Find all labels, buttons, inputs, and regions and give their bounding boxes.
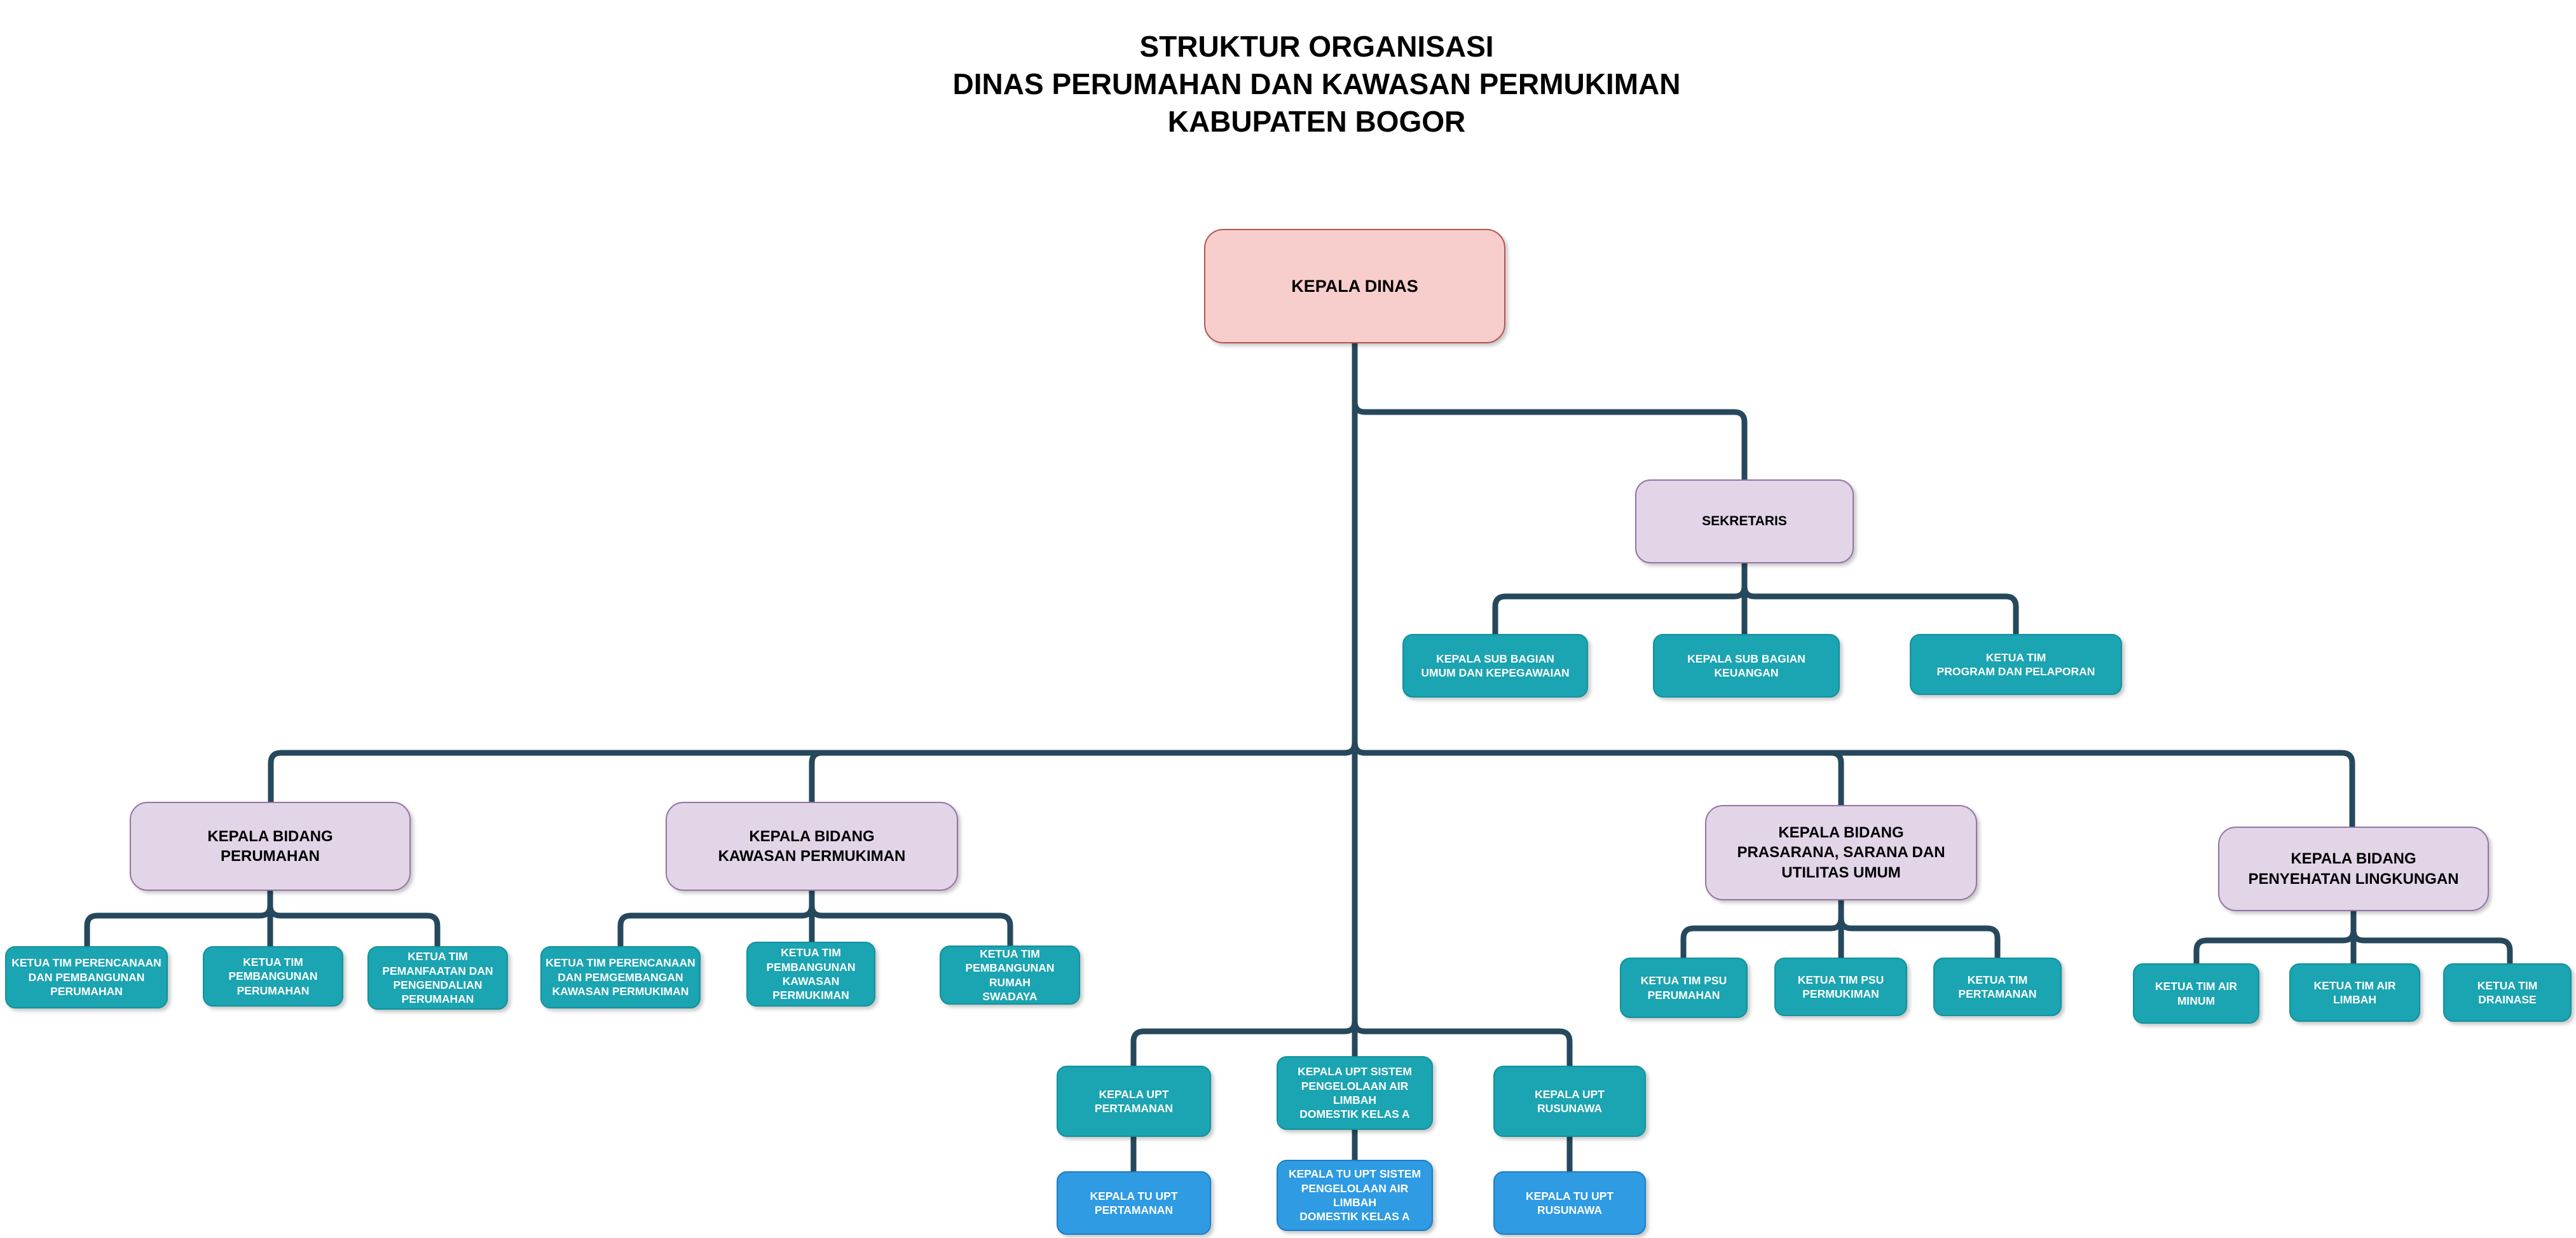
connector-kepala-dinas--upt-pertamanan: [1130, 343, 1358, 1066]
org-node-bidang-penyehatan-lingkungan: KEPALA BIDANG PENYEHATAN LINGKUNGAN: [2218, 827, 2489, 911]
org-node-tim-psu-perumahan: KETUA TIM PSU PERUMAHAN: [1620, 958, 1748, 1018]
org-node-tim-pembangunan-rumah-swadaya: KETUA TIM PEMBANGUNAN RUMAH SWADAYA: [940, 946, 1080, 1005]
org-node-upt-rusunawa: KEPALA UPT RUSUNAWA: [1493, 1066, 1646, 1137]
org-node-tu-upt-rusunawa: KEPALA TU UPT RUSUNAWA: [1493, 1171, 1646, 1235]
org-node-bidang-kawasan-permukiman: KEPALA BIDANG KAWASAN PERMUKIMAN: [666, 802, 958, 891]
connector-kepala-dinas--bidang-kawasan-permukiman: [809, 343, 1358, 802]
org-node-tim-psu-permukiman: KETUA TIM PSU PERMUKIMAN: [1774, 958, 1907, 1016]
connector-sekretaris--tim-program-pelaporan: [1741, 563, 2019, 634]
org-node-upt-spald: KEPALA UPT SISTEM PENGELOLAAN AIR LIMBAH…: [1277, 1056, 1433, 1130]
connector-bidang-penyehatan-lingkungan--tim-air-minum: [2193, 911, 2357, 963]
org-node-tim-program-pelaporan: KETUA TIM PROGRAM DAN PELAPORAN: [1910, 634, 2122, 695]
org-node-bidang-perumahan: KEPALA BIDANG PERUMAHAN: [130, 802, 411, 891]
connector-kepala-dinas--bidang-penyehatan-lingkungan: [1352, 343, 2355, 827]
org-node-tim-pembangunan-kawasan: KETUA TIM PEMBANGUNAN KAWASAN PERMUKIMAN: [746, 942, 875, 1007]
connector-bidang-kawasan-permukiman--tim-perencanaan-pengembangan-kawasan: [617, 891, 815, 946]
org-node-tim-drainase: KETUA TIM DRAINASE: [2443, 963, 2572, 1022]
org-node-tim-perencanaan-pembangunan-perumahan: KETUA TIM PERENCANAAN DAN PEMBANGUNAN PE…: [5, 946, 168, 1008]
connector-kepala-dinas--sekretaris: [1352, 343, 1748, 479]
connector-bidang-perumahan--tim-pemanfaatan-pengendalian-perumahan: [267, 891, 441, 946]
org-node-tim-perencanaan-pengembangan-kawasan: KETUA TIM PERENCANAAN DAN PEMGEMBANGAN K…: [540, 946, 701, 1008]
org-node-tu-upt-pertamanan: KEPALA TU UPT PERTAMANAN: [1057, 1171, 1211, 1235]
title-line-2: DINAS PERUMAHAN DAN KAWASAN PERMUKIMAN: [952, 67, 1681, 100]
connector-kepala-dinas--bidang-perumahan: [268, 343, 1358, 802]
org-node-subbag-umum-kepegawaian: KEPALA SUB BAGIAN UMUM DAN KEPEGAWAIAN: [1402, 634, 1588, 698]
org-node-kepala-dinas: KEPALA DINAS: [1204, 229, 1505, 343]
connector-sekretaris--subbag-umum-kepegawaian: [1492, 563, 1748, 634]
org-node-tim-pertamanan: KETUA TIM PERTAMANAN: [1933, 958, 2062, 1016]
org-node-upt-pertamanan: KEPALA UPT PERTAMANAN: [1057, 1066, 1211, 1137]
connector-bidang-prasarana-sarana-utilitas--tim-pertamanan: [1838, 900, 2001, 958]
org-node-tu-upt-spald: KEPALA TU UPT SISTEM PENGELOLAAN AIR LIM…: [1277, 1160, 1433, 1231]
org-node-tim-air-minum: KETUA TIM AIR MINUM: [2133, 963, 2259, 1024]
title-line-1: STRUKTUR ORGANISASI: [1139, 30, 1494, 63]
org-node-bidang-prasarana-sarana-utilitas: KEPALA BIDANG PRASARANA, SARANA DAN UTIL…: [1705, 805, 1977, 900]
page-title: STRUKTUR ORGANISASI DINAS PERUMAHAN DAN …: [363, 28, 2270, 141]
org-node-tim-air-limbah: KETUA TIM AIR LIMBAH: [2289, 963, 2420, 1022]
connector-bidang-kawasan-permukiman--tim-pembangunan-rumah-swadaya: [809, 891, 1013, 946]
connector-bidang-prasarana-sarana-utilitas--tim-psu-perumahan: [1680, 900, 1844, 958]
org-node-tim-pembangunan-perumahan: KETUA TIM PEMBANGUNAN PERUMAHAN: [203, 946, 343, 1007]
connector-kepala-dinas--upt-rusunawa: [1352, 343, 1573, 1066]
title-line-3: KABUPATEN BOGOR: [1167, 105, 1466, 138]
connector-bidang-perumahan--tim-perencanaan-pembangunan-perumahan: [84, 891, 273, 946]
connector-bidang-penyehatan-lingkungan--tim-drainase: [2350, 911, 2513, 963]
org-node-tim-pemanfaatan-pengendalian-perumahan: KETUA TIM PEMANFAATAN DAN PENGENDALIAN P…: [367, 946, 508, 1010]
org-node-sekretaris: SEKRETARIS: [1635, 479, 1854, 563]
org-node-subbag-keuangan: KEPALA SUB BAGIAN KEUANGAN: [1653, 634, 1840, 698]
